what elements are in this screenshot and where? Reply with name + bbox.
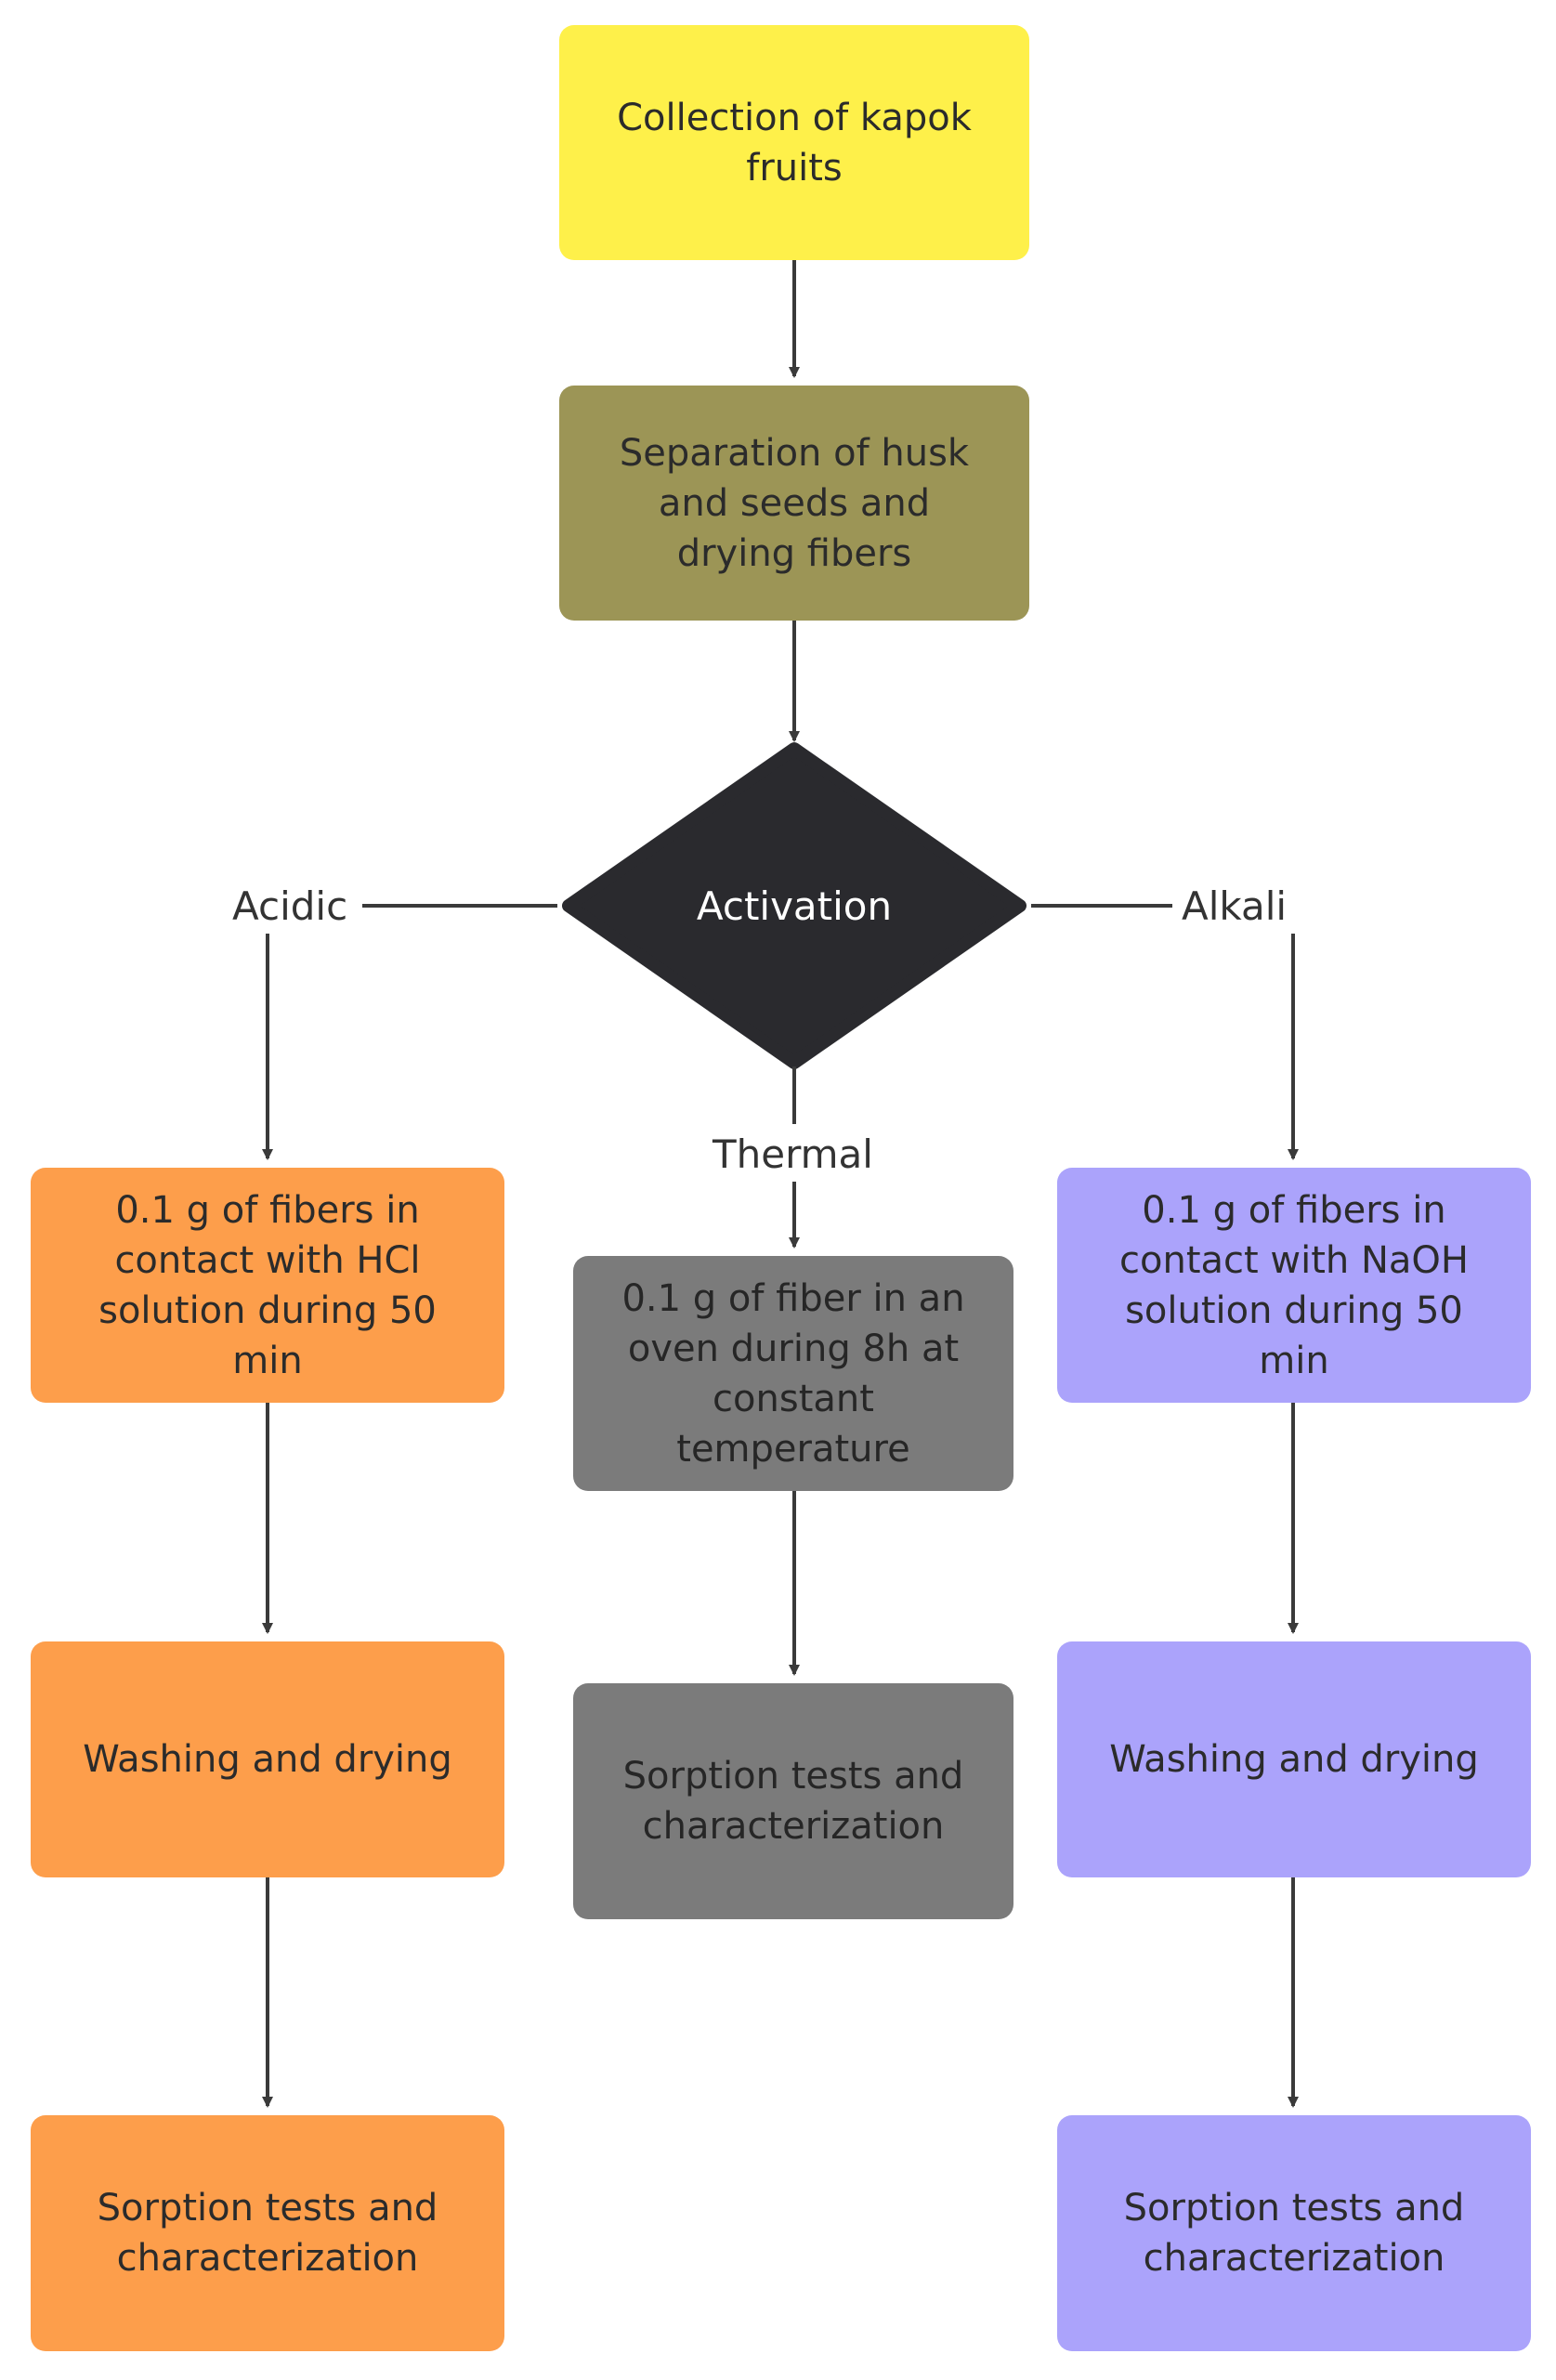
alkali-sorption-box: Sorption tests and characterization — [1057, 2115, 1531, 2351]
alkali-contact-box: 0.1 g of fibers in contact with NaOH sol… — [1057, 1168, 1531, 1403]
alkali-wash-box: Washing and drying — [1057, 1641, 1531, 1877]
alkali-label: Alkali — [1182, 883, 1288, 929]
acidic-label: Acidic — [232, 883, 348, 929]
collection-box: Collection of kapok fruits — [559, 25, 1029, 260]
acid-sorption-box: Sorption tests and characterization — [31, 2115, 504, 2351]
acid-wash-box: Washing and drying — [31, 1641, 504, 1877]
activation-diamond — [562, 742, 1026, 1069]
separation-box: Separation of husk and seeds and drying … — [559, 386, 1029, 621]
thermal-sorption-box: Sorption tests and characterization — [573, 1683, 1013, 1919]
thermal-label: Thermal — [713, 1131, 873, 1177]
acid-contact-box: 0.1 g of fibers in contact with HCl solu… — [31, 1168, 504, 1403]
activation-label: Activation — [696, 883, 893, 929]
thermal-oven-box: 0.1 g of fiber in an oven during 8h at c… — [573, 1256, 1013, 1491]
